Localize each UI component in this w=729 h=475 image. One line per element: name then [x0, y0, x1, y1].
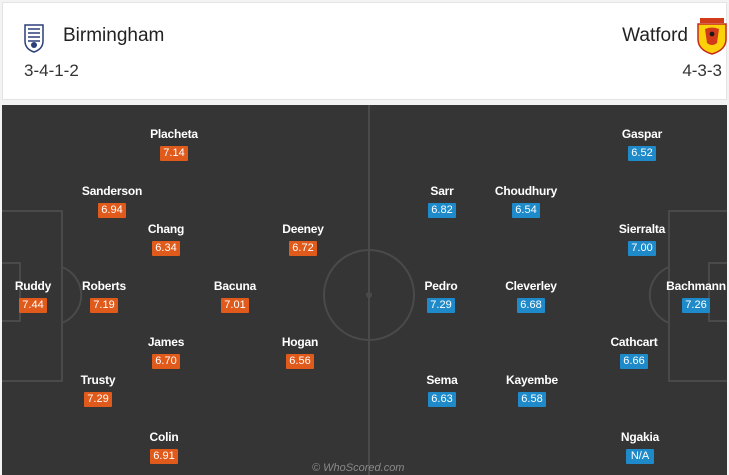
player-rating: 6.63: [428, 392, 456, 407]
player-name: Pedro: [424, 279, 458, 293]
player-rating: 6.66: [620, 354, 648, 369]
player-cathcart[interactable]: Cathcart 6.66: [589, 335, 679, 369]
player-name: Bacuna: [213, 279, 257, 293]
player-deeney[interactable]: Deeney 6.72: [258, 222, 348, 256]
player-sema[interactable]: Sema 6.63: [397, 373, 487, 407]
player-gaspar[interactable]: Gaspar 6.52: [597, 127, 687, 161]
player-rating: 7.19: [90, 298, 118, 313]
player-trusty[interactable]: Trusty 7.29: [53, 373, 143, 407]
player-colin[interactable]: Colin 6.91: [119, 430, 209, 464]
player-rating: 7.00: [628, 241, 656, 256]
player-name: Roberts: [82, 279, 126, 293]
player-rating: 6.68: [517, 298, 545, 313]
player-name: Colin: [149, 430, 179, 444]
player-name: Placheta: [150, 127, 198, 141]
player-name: Sarr: [430, 184, 454, 198]
away-formation: 4-3-3: [682, 61, 722, 80]
player-name: Deeney: [282, 222, 324, 236]
away-team-name[interactable]: Watford: [622, 25, 688, 46]
player-name: Cleverley: [505, 279, 557, 293]
player-roberts[interactable]: Roberts 7.19: [59, 279, 149, 313]
whoscored-watermark: © WhoScored.com: [312, 462, 405, 474]
pitch-markings: [2, 105, 727, 475]
player-name: Kayembe: [506, 373, 558, 387]
player-sarr[interactable]: Sarr 6.82: [397, 184, 487, 218]
player-rating: 6.82: [428, 203, 456, 218]
player-rating: 6.58: [518, 392, 546, 407]
player-rating: 6.52: [628, 146, 656, 161]
player-name: Trusty: [80, 373, 116, 387]
player-cleverley[interactable]: Cleverley 6.68: [486, 279, 576, 313]
player-rating: 6.94: [98, 203, 126, 218]
home-formation: 3-4-1-2: [24, 61, 79, 80]
player-sierralta[interactable]: Sierralta 7.00: [597, 222, 687, 256]
player-bachmann[interactable]: Bachmann 7.26: [651, 279, 727, 313]
player-name: Bachmann: [666, 279, 726, 293]
watford-crest-icon: [697, 18, 727, 55]
player-ngakia[interactable]: Ngakia N/A: [595, 430, 685, 464]
player-rating: 6.91: [150, 449, 178, 464]
player-ruddy[interactable]: Ruddy 7.44: [2, 279, 78, 313]
player-name: Cathcart: [610, 335, 658, 349]
player-name: Sierralta: [618, 222, 666, 236]
player-choudhury[interactable]: Choudhury 6.54: [481, 184, 571, 218]
birmingham-crest-icon: [24, 24, 44, 53]
player-rating: 6.34: [152, 241, 180, 256]
player-name: Choudhury: [494, 184, 558, 198]
home-team-name[interactable]: Birmingham: [63, 25, 165, 46]
player-name: Hogan: [281, 335, 319, 349]
player-hogan[interactable]: Hogan 6.56: [255, 335, 345, 369]
player-rating: 6.54: [512, 203, 540, 218]
player-name: Ngakia: [620, 430, 660, 444]
player-pedro[interactable]: Pedro 7.29: [396, 279, 486, 313]
player-rating: 6.72: [289, 241, 317, 256]
player-name: Ruddy: [14, 279, 52, 293]
match-header: Birmingham 3-4-1-2 Watford 4-3-3: [2, 2, 727, 100]
player-rating: 6.70: [152, 354, 180, 369]
player-rating: 7.44: [19, 298, 47, 313]
player-bacuna[interactable]: Bacuna 7.01: [190, 279, 280, 313]
player-name: Sema: [426, 373, 458, 387]
player-rating: 7.01: [221, 298, 249, 313]
player-rating: 6.56: [286, 354, 314, 369]
player-sanderson[interactable]: Sanderson 6.94: [67, 184, 157, 218]
player-placheta[interactable]: Placheta 7.14: [129, 127, 219, 161]
player-rating: 7.14: [160, 146, 188, 161]
player-rating: 7.29: [84, 392, 112, 407]
player-rating: N/A: [626, 449, 654, 464]
player-kayembe[interactable]: Kayembe 6.58: [487, 373, 577, 407]
player-name: Gaspar: [621, 127, 663, 141]
player-chang[interactable]: Chang 6.34: [121, 222, 211, 256]
player-name: James: [147, 335, 185, 349]
player-name: Chang: [147, 222, 185, 236]
player-rating: 7.29: [427, 298, 455, 313]
pitch: Placheta 7.14 Sanderson 6.94 Chang 6.34 …: [2, 105, 727, 475]
player-name: Sanderson: [81, 184, 143, 198]
player-james[interactable]: James 6.70: [121, 335, 211, 369]
player-rating: 7.26: [682, 298, 710, 313]
